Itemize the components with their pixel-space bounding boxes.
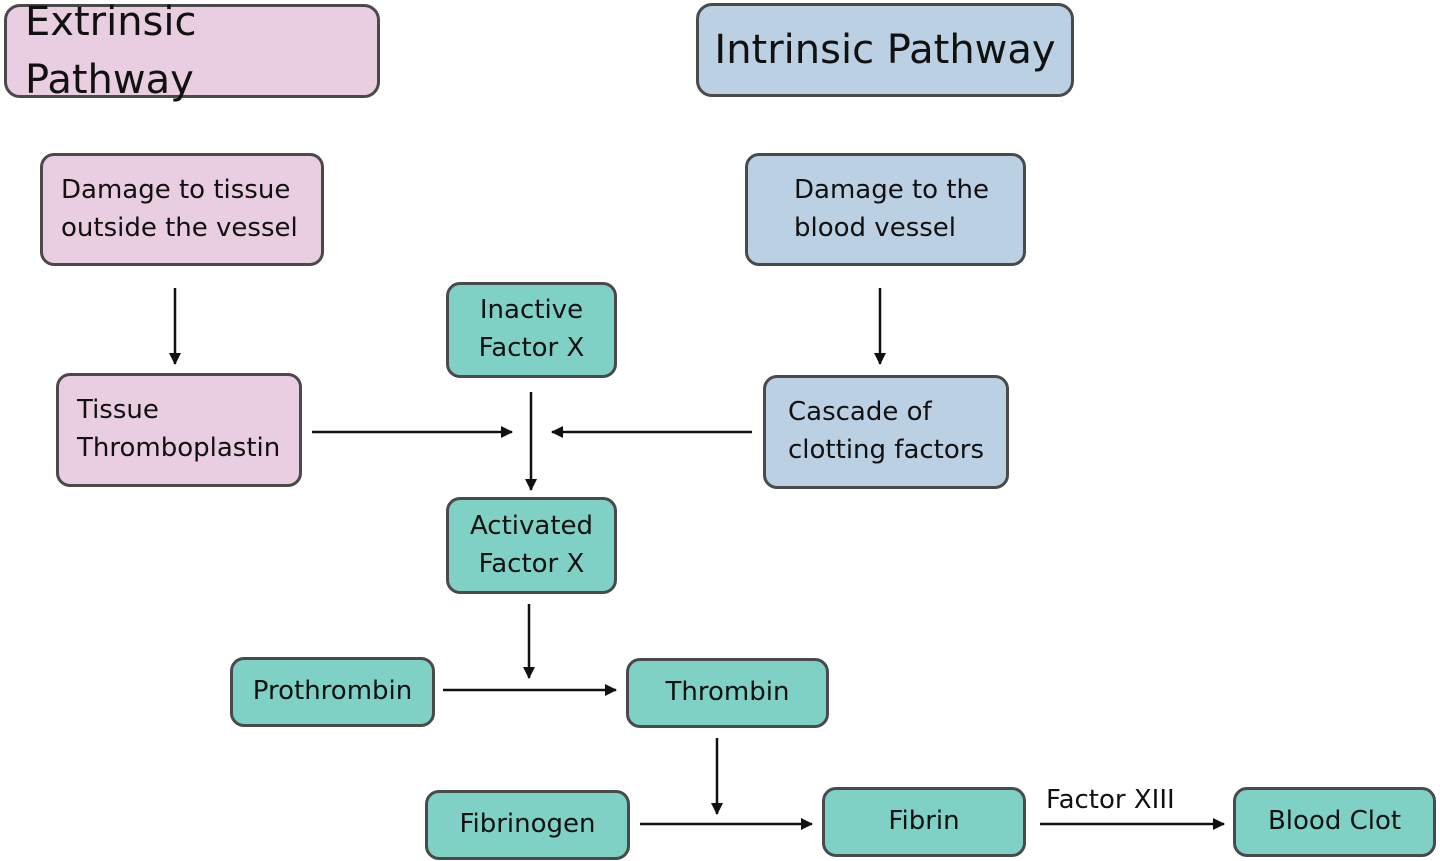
prothrombin-node: Prothrombin	[230, 657, 435, 727]
fibrin-node: Fibrin	[822, 787, 1026, 857]
damage-to-blood-vessel-node: Damage to the blood vessel	[745, 153, 1026, 266]
intrinsic-pathway-title: Intrinsic Pathway	[696, 3, 1074, 97]
blood-clot-node: Blood Clot	[1233, 787, 1436, 857]
extrinsic-pathway-title: Extrinsic Pathway	[4, 0, 380, 103]
fibrinogen-node: Fibrinogen	[425, 790, 630, 860]
damage-to-tissue-node: Damage to tissue outside the vessel	[40, 153, 324, 266]
activated-factor-x-node: Activated Factor X	[446, 497, 617, 594]
thrombin-node: Thrombin	[626, 658, 829, 728]
cascade-of-clotting-factors-node: Cascade of clotting factors	[763, 375, 1009, 489]
inactive-factor-x-node: Inactive Factor X	[446, 282, 617, 378]
factor-xiii-label: Factor XIII	[1046, 785, 1175, 815]
tissue-thromboplastin-node: Tissue Thromboplastin	[56, 373, 302, 487]
